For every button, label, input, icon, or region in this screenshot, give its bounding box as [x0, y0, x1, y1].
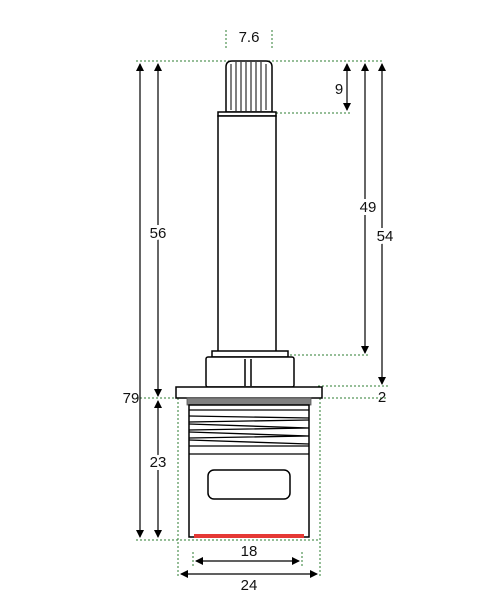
seal-ring [194, 534, 304, 538]
body-window [207, 469, 291, 500]
dimension-labels: 7.6 9 56 49 54 79 2 23 18 24 [123, 29, 397, 594]
hex-nut [205, 356, 295, 388]
dim-label-head-height: 9 [335, 81, 343, 98]
dim-label-stem-length: 56 [150, 225, 167, 242]
dim-label-bore-width: 18 [241, 543, 258, 560]
nut-ring [211, 350, 289, 358]
cartridge-part [175, 60, 323, 538]
knurled-spline-head [225, 60, 273, 113]
dim-label-spindle-to-nut: 49 [360, 199, 377, 216]
dim-label-spindle-to-flange: 54 [377, 228, 394, 245]
spindle-stem [217, 115, 277, 357]
dim-label-flange-thickness: 2 [378, 389, 386, 406]
dimension-arrows [136, 63, 386, 578]
flange-plate [175, 386, 323, 399]
dim-label-body-width: 24 [241, 577, 258, 594]
dim-label-overall-height: 79 [123, 390, 140, 407]
dim-label-top-width: 7.6 [239, 29, 260, 46]
washer [186, 397, 312, 406]
threaded-body [188, 404, 310, 538]
dim-label-body-height: 23 [150, 454, 167, 471]
